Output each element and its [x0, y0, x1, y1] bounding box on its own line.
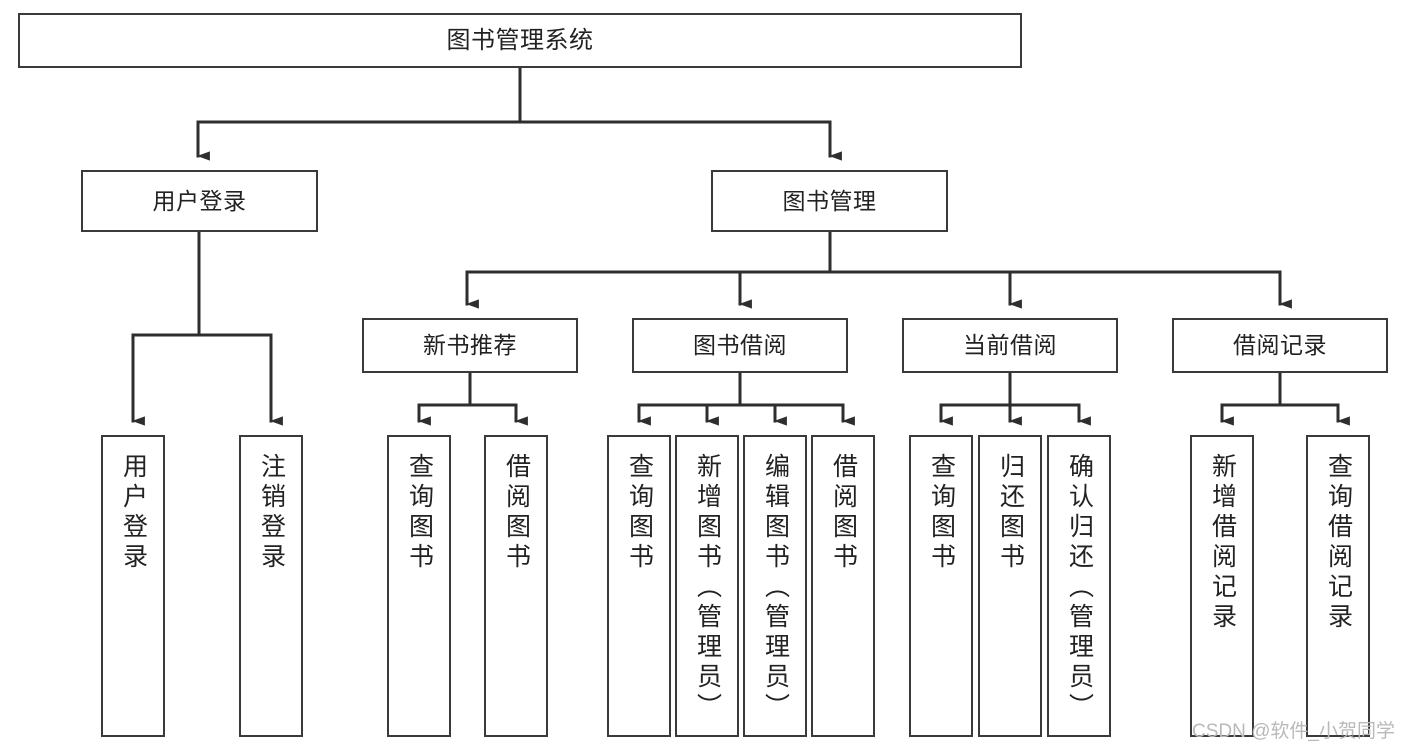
leaf-return-book[interactable]: 归还图书 [978, 435, 1042, 737]
leaf-add-book-admin[interactable]: 新增图书（管理员） [675, 435, 739, 737]
node-label: 用户登录 [119, 453, 148, 573]
node-label: 新增借阅记录 [1208, 453, 1237, 633]
node-label: 借阅图书 [829, 453, 858, 573]
node-current-borrow[interactable]: 当前借阅 [902, 318, 1118, 373]
leaf-query-book-current[interactable]: 查询图书 [909, 435, 973, 737]
node-label: 图书管理 [782, 187, 877, 214]
leaf-borrow-book-recommend[interactable]: 借阅图书 [484, 435, 548, 737]
node-borrow-record[interactable]: 借阅记录 [1172, 318, 1388, 373]
node-label: 确认归还（管理员） [1065, 453, 1094, 723]
node-label: 查询图书 [927, 453, 956, 573]
node-label: 借阅图书 [502, 453, 531, 573]
node-label: 查询图书 [405, 453, 434, 573]
node-label: 查询图书 [625, 453, 654, 573]
node-label: 借阅记录 [1233, 332, 1327, 359]
node-label: 用户登录 [152, 187, 247, 214]
leaf-user-login[interactable]: 用户登录 [101, 435, 165, 737]
node-label: 注销登录 [257, 453, 286, 573]
leaf-query-book-recommend[interactable]: 查询图书 [387, 435, 451, 737]
node-user-login[interactable]: 用户登录 [81, 170, 318, 232]
leaf-borrow-book[interactable]: 借阅图书 [811, 435, 875, 737]
node-label: 新书推荐 [423, 332, 517, 359]
leaf-query-borrow-record[interactable]: 查询借阅记录 [1306, 435, 1370, 737]
node-book-borrow[interactable]: 图书借阅 [632, 318, 848, 373]
leaf-edit-book-admin[interactable]: 编辑图书（管理员） [743, 435, 807, 737]
node-label: 编辑图书（管理员） [761, 453, 790, 723]
node-new-book-recommendation[interactable]: 新书推荐 [362, 318, 578, 373]
leaf-query-book-borrow[interactable]: 查询图书 [607, 435, 671, 737]
leaf-logout[interactable]: 注销登录 [239, 435, 303, 737]
node-label: 图书借阅 [693, 332, 787, 359]
node-label: 图书管理系统 [446, 26, 594, 54]
node-label: 归还图书 [996, 453, 1025, 573]
node-book-management-system[interactable]: 图书管理系统 [18, 13, 1022, 68]
leaf-add-borrow-record[interactable]: 新增借阅记录 [1190, 435, 1254, 737]
node-label: 查询借阅记录 [1324, 453, 1353, 633]
leaf-confirm-return-admin[interactable]: 确认归还（管理员） [1047, 435, 1111, 737]
node-book-management[interactable]: 图书管理 [711, 170, 948, 232]
node-label: 当前借阅 [963, 332, 1057, 359]
node-label: 新增图书（管理员） [693, 453, 722, 723]
